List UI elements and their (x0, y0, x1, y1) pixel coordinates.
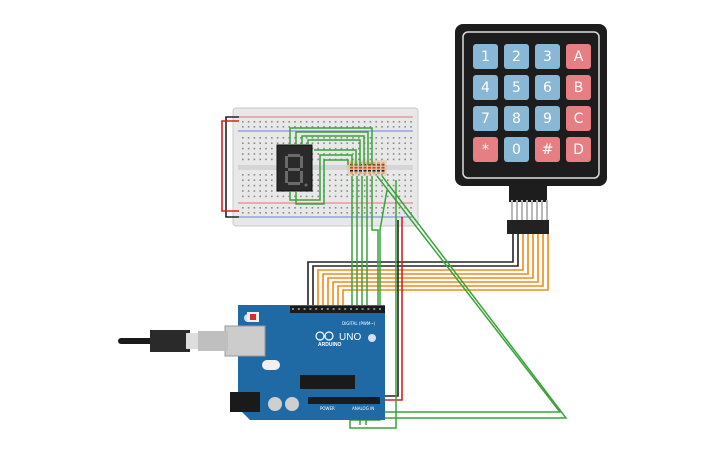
keypad-key-label: 8 (512, 111, 521, 127)
header-pin[interactable] (367, 308, 370, 310)
keypad[interactable]: 1 2 3 A 4 5 6 B 7 8 9 C * 0 # D (455, 24, 607, 234)
keypad-key-4[interactable]: 4 (473, 75, 498, 100)
keypad-key-label: B (574, 80, 584, 96)
power-pins-label: POWER (320, 406, 335, 411)
header-pin[interactable] (338, 308, 341, 310)
keypad-key-label: A (574, 49, 584, 65)
keypad-key-label: D (573, 142, 584, 158)
header-pin[interactable] (315, 308, 318, 310)
resistor[interactable] (368, 162, 371, 174)
keypad-key-label: C (574, 111, 584, 127)
keypad-key-label: * (482, 142, 489, 158)
seven-segment-display[interactable]: 8 (0, 0, 313, 192)
keypad-key-label: 0 (512, 142, 521, 158)
keypad-key-label: 5 (512, 80, 521, 96)
display-digit: 8 (0, 0, 1, 1)
header-pin[interactable] (309, 308, 312, 310)
keypad-key-label: 7 (481, 111, 490, 127)
header-pin[interactable] (355, 308, 358, 310)
header-pin[interactable] (379, 308, 381, 310)
keypad-pin (536, 200, 538, 220)
resistor[interactable] (377, 162, 380, 174)
keypad-pin (541, 200, 543, 220)
keypad-pin (521, 200, 523, 220)
keypad-key-label: 3 (543, 49, 552, 65)
analog-pins-label: ANALOG IN (352, 406, 374, 411)
keypad-key-0[interactable]: 0 (504, 137, 529, 162)
header-pin[interactable] (350, 308, 352, 310)
keypad-key-2[interactable]: 2 (504, 44, 529, 69)
resistor[interactable] (381, 162, 385, 174)
keypad-key-label: 9 (543, 111, 552, 127)
keypad-pin (546, 200, 548, 220)
keypad-key-label: 2 (512, 49, 521, 65)
keypad-key-*[interactable]: * (473, 137, 498, 162)
keypad-key-label: 4 (481, 80, 490, 96)
header-pin[interactable] (344, 308, 347, 310)
resistor-array[interactable] (347, 160, 387, 176)
keypad-key-B[interactable]: B (566, 75, 591, 100)
resistor[interactable] (372, 162, 376, 174)
arduino-logo-icon (315, 331, 334, 341)
header-pin[interactable] (373, 308, 376, 310)
keypad-key-A[interactable]: A (566, 44, 591, 69)
keypad-key-D[interactable]: D (566, 137, 591, 162)
keypad-pin (531, 200, 533, 220)
header-pin[interactable] (332, 308, 335, 310)
keypad-key-label: # (542, 142, 554, 158)
keypad-key-6[interactable]: 6 (535, 75, 560, 100)
keypad-key-8[interactable]: 8 (504, 106, 529, 131)
keypad-key-7[interactable]: 7 (473, 106, 498, 131)
keypad-key-1[interactable]: 1 (473, 44, 498, 69)
keypad-wires[interactable] (307, 234, 549, 310)
keypad-pin (516, 200, 518, 220)
arduino-uno[interactable]: UNO ARDUINO DIGITAL (PWM~) POWER ANALOG … (224, 305, 385, 420)
header-pin[interactable] (292, 308, 294, 310)
keypad-key-#[interactable]: # (535, 137, 560, 162)
keypad-key-5[interactable]: 5 (504, 75, 529, 100)
header-pin[interactable] (361, 308, 364, 310)
header-pin[interactable] (297, 308, 300, 310)
keypad-key-label: 1 (481, 49, 490, 65)
usb-cable[interactable] (118, 330, 228, 352)
uno-label: UNO (339, 332, 361, 343)
arduino-brand-label: ARDUINO (318, 342, 341, 348)
resistor[interactable] (363, 162, 367, 174)
keypad-key-label: 6 (543, 80, 552, 96)
header-pin[interactable] (321, 308, 323, 310)
keypad-pin (526, 200, 528, 220)
keypad-pin (511, 200, 513, 220)
keypad-key-9[interactable]: 9 (535, 106, 560, 131)
header-pin[interactable] (303, 308, 306, 310)
header-pin[interactable] (326, 308, 329, 310)
digital-pins-label: DIGITAL (PWM~) (342, 321, 376, 326)
keypad-key-C[interactable]: C (566, 106, 591, 131)
breadboard[interactable] (232, 107, 419, 227)
keypad-key-3[interactable]: 3 (535, 44, 560, 69)
